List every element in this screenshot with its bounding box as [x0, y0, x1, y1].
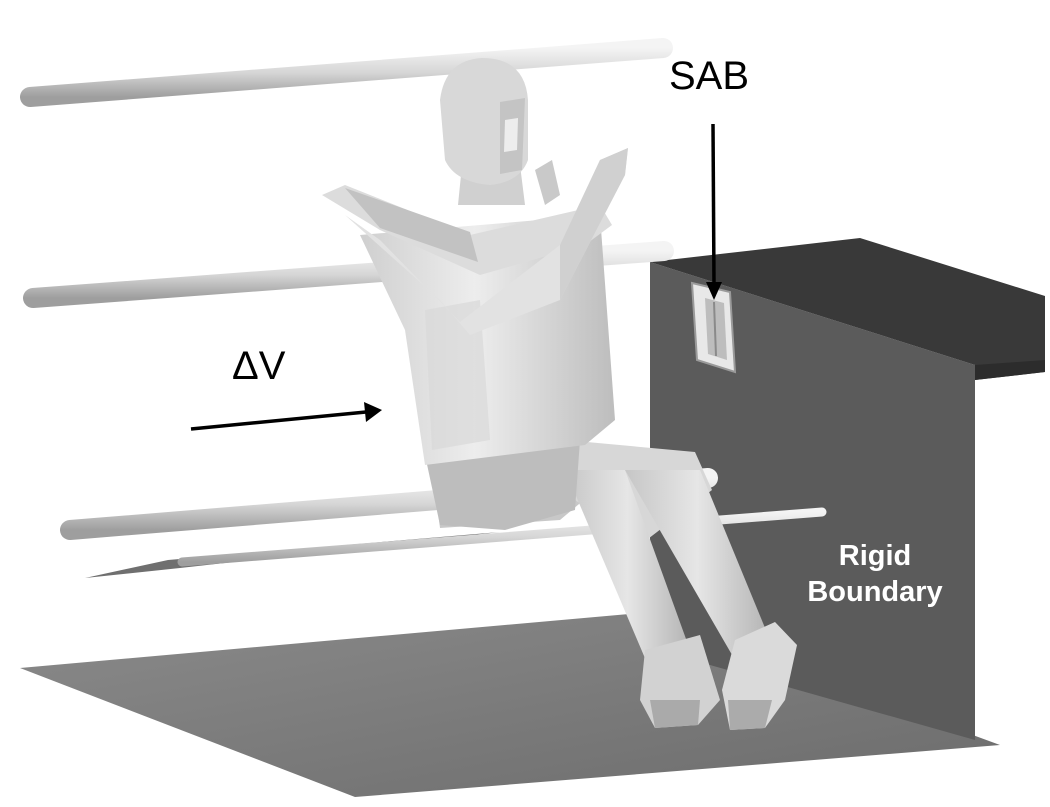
rigid-boundary-label: Rigid Boundary	[790, 538, 960, 610]
pelvis	[425, 440, 580, 530]
rigid-boundary-line2: Boundary	[807, 576, 943, 608]
delta-v-arrow	[190, 402, 382, 431]
rigid-boundary-block	[650, 238, 1045, 740]
sab-arrow	[706, 123, 722, 300]
rigid-boundary-line1: Rigid	[838, 540, 912, 572]
boundary-top-face	[650, 238, 1045, 380]
sab-label: SAB	[669, 54, 750, 98]
boundary-top-edge	[975, 360, 1045, 380]
side-airbag-module	[690, 281, 737, 374]
hand	[535, 160, 560, 205]
delta-v-label: ΔV	[232, 344, 286, 388]
right-leg	[625, 470, 770, 660]
left-leg	[565, 470, 690, 670]
left-arm	[345, 148, 628, 335]
crash-dummy	[322, 58, 797, 730]
